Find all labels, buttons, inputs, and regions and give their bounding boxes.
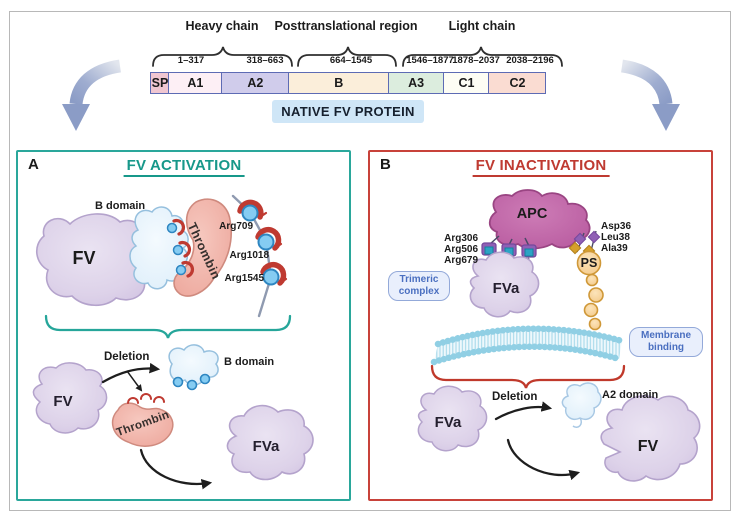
domain-c1: C1 bbox=[443, 72, 491, 94]
membrane-bilayer bbox=[430, 325, 626, 366]
deletion-arrow bbox=[101, 362, 161, 384]
range-a3: 1546–1877 bbox=[406, 55, 454, 66]
panel-a-activation-scene bbox=[36, 194, 292, 339]
site-arg306: Arg306 bbox=[444, 233, 478, 244]
residue-ala39: Ala39 bbox=[601, 243, 628, 254]
light-chain-label: Light chain bbox=[448, 19, 516, 33]
fva-label-bottom-b: FVa bbox=[434, 414, 462, 431]
a2-domain-label: A2 domain bbox=[602, 389, 659, 401]
panel-b-inactivation-scene bbox=[430, 189, 626, 389]
fva-label-a: FVa bbox=[252, 438, 280, 455]
panel-b-conversion-scene bbox=[417, 382, 701, 482]
panel-a-box bbox=[16, 150, 351, 501]
ps-chain bbox=[576, 250, 604, 331]
flow-arrow-right-icon bbox=[620, 59, 680, 131]
native-fv-protein-caption: NATIVE FV PROTEIN bbox=[272, 100, 424, 123]
deletion-label-b: Deletion bbox=[492, 391, 538, 403]
thrombin-arc-ticks bbox=[258, 211, 288, 285]
interface-cleavage-arcs bbox=[172, 218, 195, 278]
apc-blob bbox=[488, 189, 591, 250]
panel-b-brace bbox=[430, 364, 626, 389]
figure-frame bbox=[9, 11, 731, 511]
heavy-chain-label: Heavy chain bbox=[185, 19, 259, 33]
fv-blob-small bbox=[32, 362, 108, 434]
to-fva-arrow bbox=[139, 448, 213, 490]
fva-blob bbox=[226, 404, 314, 481]
site-arg506: Arg506 bbox=[444, 244, 478, 255]
interface-cleavage-dots bbox=[166, 222, 187, 276]
site-arg1545: Arg1545 bbox=[224, 273, 264, 284]
domain-a2: A2 bbox=[220, 72, 290, 94]
apc-label: APC bbox=[516, 206, 548, 222]
to-fv-arrow bbox=[506, 438, 581, 481]
ps-linker-diamonds bbox=[568, 230, 601, 258]
fva-blob-mid bbox=[469, 251, 540, 318]
panel-a-brace bbox=[44, 314, 292, 339]
thrombin-arc-icons bbox=[237, 199, 287, 286]
flow-arrow-left-icon bbox=[62, 59, 122, 131]
a2-domain-tail bbox=[572, 417, 583, 429]
b-domain-label-top: B domain bbox=[95, 200, 146, 212]
a2-domain-blob bbox=[561, 382, 602, 420]
residue-asp36: Asp36 bbox=[601, 221, 632, 232]
domain-b: B bbox=[288, 72, 390, 94]
to-thrombin-arrow bbox=[126, 370, 143, 392]
cleavage-circles bbox=[241, 204, 280, 286]
range-a2: 318–663 bbox=[246, 55, 284, 66]
b-domain-dots bbox=[172, 373, 211, 391]
panel-b-box bbox=[368, 150, 713, 501]
panel-a-letter: A bbox=[28, 156, 39, 173]
fv-blob bbox=[36, 213, 154, 307]
site-arg1018: Arg1018 bbox=[229, 250, 269, 261]
thrombin-blob-small bbox=[111, 402, 174, 447]
domain-bar: SP A1 A2 B A3 C1 C2 bbox=[150, 72, 547, 94]
residue-leu38: Leu38 bbox=[601, 232, 630, 243]
range-b: 664–1545 bbox=[329, 55, 373, 66]
cleaved-site-marks bbox=[127, 393, 165, 404]
deletion-label-a: Deletion bbox=[104, 351, 150, 363]
deletion-arrow-b bbox=[494, 401, 553, 421]
range-c1: 1878–2037 bbox=[452, 55, 500, 66]
trimeric-complex-pill: Trimeric complex bbox=[388, 271, 450, 301]
panel-b-letter: B bbox=[380, 156, 391, 173]
thrombin-blob bbox=[173, 198, 233, 297]
native-protein-braces bbox=[152, 46, 563, 67]
fv-label-bottom-b: FV bbox=[637, 438, 659, 455]
posttranslational-region-label: Posttranslational region bbox=[274, 19, 418, 33]
panel-b-title: FV INACTIVATION bbox=[472, 157, 610, 177]
domain-a1: A1 bbox=[168, 72, 223, 94]
fva-blob-small bbox=[417, 385, 488, 452]
domain-c2: C2 bbox=[488, 72, 547, 94]
fv-label-top: FV bbox=[72, 248, 96, 268]
site-arg709: Arg709 bbox=[219, 221, 253, 232]
range-c2: 2038–2196 bbox=[506, 55, 554, 66]
domain-a3: A3 bbox=[387, 72, 445, 94]
ps-label: PS bbox=[580, 256, 598, 270]
domain-sp: SP bbox=[150, 72, 170, 94]
fv-label-bottom-a: FV bbox=[53, 393, 73, 410]
range-a1: 1–317 bbox=[177, 55, 205, 66]
panel-a-conversion-scene bbox=[32, 344, 314, 490]
site-arg679: Arg679 bbox=[444, 255, 478, 266]
membrane-binding-pill: Membrane binding bbox=[629, 327, 703, 357]
fv-blob-notched bbox=[600, 395, 701, 482]
b-domain-label-bottom: B domain bbox=[224, 356, 275, 368]
panel-a-title: FV ACTIVATION bbox=[123, 157, 245, 177]
fva-label-top-b: FVa bbox=[492, 280, 520, 297]
